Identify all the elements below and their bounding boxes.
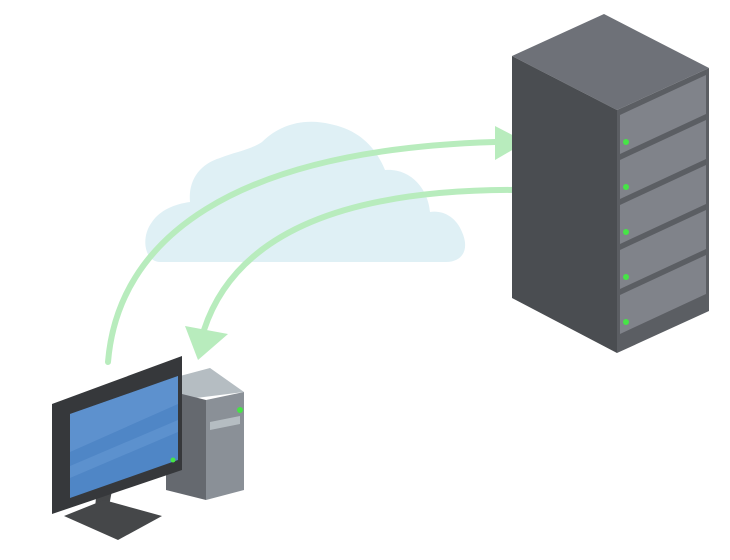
arrow-left-icon	[185, 326, 228, 360]
drive-led	[623, 319, 629, 325]
arrow-right-icon	[495, 126, 526, 160]
server-drive-bay	[620, 210, 706, 289]
arrow-client-to-server	[105, 126, 526, 365]
server-drive-bay	[620, 255, 706, 334]
drive-led	[623, 139, 629, 145]
drive-led	[623, 274, 629, 280]
server-drive-bays	[620, 75, 706, 334]
power-led	[237, 407, 243, 413]
server-drive-bay	[620, 120, 706, 199]
drive-led	[623, 229, 629, 235]
monitor	[52, 356, 182, 514]
server-rack-icon	[512, 14, 709, 353]
cloud-icon	[145, 121, 466, 262]
desktop-computer-icon	[52, 356, 244, 540]
drive-led	[623, 184, 629, 190]
server-drive-bay	[620, 165, 706, 244]
server-drive-bay	[620, 75, 706, 154]
monitor-led	[170, 457, 176, 463]
arrow-server-to-client	[185, 186, 529, 360]
